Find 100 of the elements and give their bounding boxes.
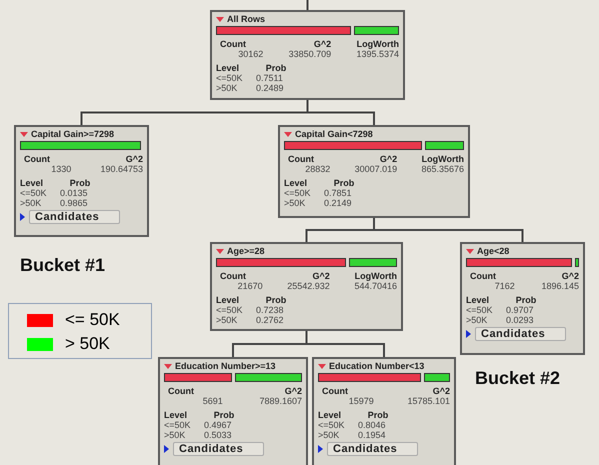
column-header: Prob [366, 410, 390, 420]
cell-value: 33850.709 [288, 49, 332, 59]
column-header: Count [322, 386, 349, 396]
level-label: >50K [284, 198, 306, 208]
connector-line [306, 0, 308, 10]
level-label: <=50K [20, 188, 48, 198]
node-title: Education Number<13 [329, 361, 424, 371]
candidates-button: Candidates [173, 442, 264, 456]
column-header: Level [216, 63, 240, 73]
cell-value: 0.2489 [256, 83, 285, 93]
level-label: >50K [216, 315, 238, 325]
column-header: Level [20, 178, 44, 188]
column-header: G^2 [312, 271, 330, 281]
column-header: Prob [332, 178, 356, 188]
cell-value: 7162 [494, 281, 515, 291]
cell-value: 0.8046 [358, 420, 387, 430]
cell-value: 0.9707 [506, 305, 535, 315]
level-label: >50K [466, 315, 488, 325]
column-header: Count [288, 154, 315, 164]
column-header: Count [220, 271, 247, 281]
cell-value: 0.9865 [60, 198, 89, 208]
cell-value: 15785.101 [406, 396, 450, 406]
column-header: Level [466, 295, 490, 305]
cell-value: 0.5033 [204, 430, 233, 440]
level-label: >50K [216, 83, 238, 93]
legend-text: > 50K [65, 334, 110, 354]
cell-value: 0.4967 [204, 420, 233, 430]
cell-value: 190.64753 [99, 164, 143, 174]
cell-value: 15979 [348, 396, 374, 406]
cell-value: 0.0135 [60, 188, 89, 198]
level-label: >50K [318, 430, 340, 440]
candidates-button: Candidates [327, 442, 418, 456]
tree-node [460, 242, 585, 355]
node-title: Education Number>=13 [175, 361, 276, 371]
column-header: LogWorth [420, 154, 464, 164]
node-title: Age<28 [477, 246, 510, 256]
cell-value: 1395.5374 [355, 49, 399, 59]
candidates-button: Candidates [475, 327, 566, 341]
column-header: G^2 [124, 154, 143, 164]
tree-node [210, 242, 403, 331]
column-header: Level [216, 295, 240, 305]
cell-value: 0.7851 [324, 188, 353, 198]
level-label: <=50K [164, 420, 192, 430]
bucket-label: Bucket #2 [475, 368, 560, 389]
cell-value: 28832 [304, 164, 330, 174]
cell-value: 1330 [50, 164, 72, 174]
connector-line [306, 331, 385, 357]
column-header: Level [284, 178, 308, 188]
level-label: <=50K [318, 420, 346, 430]
cell-value: 0.1954 [358, 430, 387, 440]
cell-value: 0.2149 [324, 198, 353, 208]
tree-node [210, 10, 405, 100]
bucket-label: Bucket #1 [20, 255, 106, 276]
level-label: >50K [20, 198, 42, 208]
level-label: <=50K [466, 305, 494, 315]
cell-value: 0.7238 [256, 305, 285, 315]
node-title: Capital Gain<7298 [295, 129, 373, 139]
column-header: Count [470, 271, 497, 281]
legend-text: <= 50K [65, 310, 120, 330]
cell-value: 21670 [236, 281, 263, 291]
column-header: G^2 [284, 386, 302, 396]
cell-value: 544.70416 [353, 281, 397, 291]
cell-value: 7889.1607 [258, 396, 302, 406]
tree-node [278, 125, 470, 218]
level-label: <=50K [216, 305, 244, 315]
cell-value: 30007.019 [354, 164, 398, 174]
column-header: Level [318, 410, 342, 420]
column-header: G^2 [378, 154, 398, 164]
cell-value: 25542.932 [286, 281, 330, 291]
connector-line [306, 100, 375, 125]
column-header: G^2 [560, 271, 579, 281]
tree-node [14, 125, 149, 237]
column-header: LogWorth [354, 271, 397, 281]
column-header: Prob [264, 295, 288, 305]
column-header: Level [164, 410, 188, 420]
column-header: Prob [264, 63, 288, 73]
cell-value: 0.2762 [256, 315, 285, 325]
level-label: <=50K [284, 188, 312, 198]
cell-value: 0.0293 [506, 315, 535, 325]
column-header: G^2 [312, 39, 332, 49]
node-title: All Rows [227, 14, 266, 24]
level-label: >50K [164, 430, 186, 440]
level-label: <=50K [216, 73, 244, 83]
column-header: Prob [514, 295, 538, 305]
cell-value: 865.35676 [420, 164, 464, 174]
node-title: Capital Gain>=7298 [31, 129, 114, 139]
node-title: Age>=28 [227, 246, 265, 256]
cell-value: 0.7511 [256, 73, 284, 83]
column-header: Prob [212, 410, 236, 420]
column-header: Count [168, 386, 195, 396]
candidates-button: Candidates [29, 210, 120, 224]
cell-value: 1896.145 [540, 281, 579, 291]
column-header: G^2 [432, 386, 450, 396]
column-header: Count [24, 154, 51, 164]
column-header: Prob [68, 178, 92, 188]
tree-node [158, 357, 308, 465]
column-header: Count [220, 39, 247, 49]
cell-value: 5691 [202, 396, 223, 406]
cell-value: 30162 [237, 49, 264, 59]
tree-node [312, 357, 456, 465]
